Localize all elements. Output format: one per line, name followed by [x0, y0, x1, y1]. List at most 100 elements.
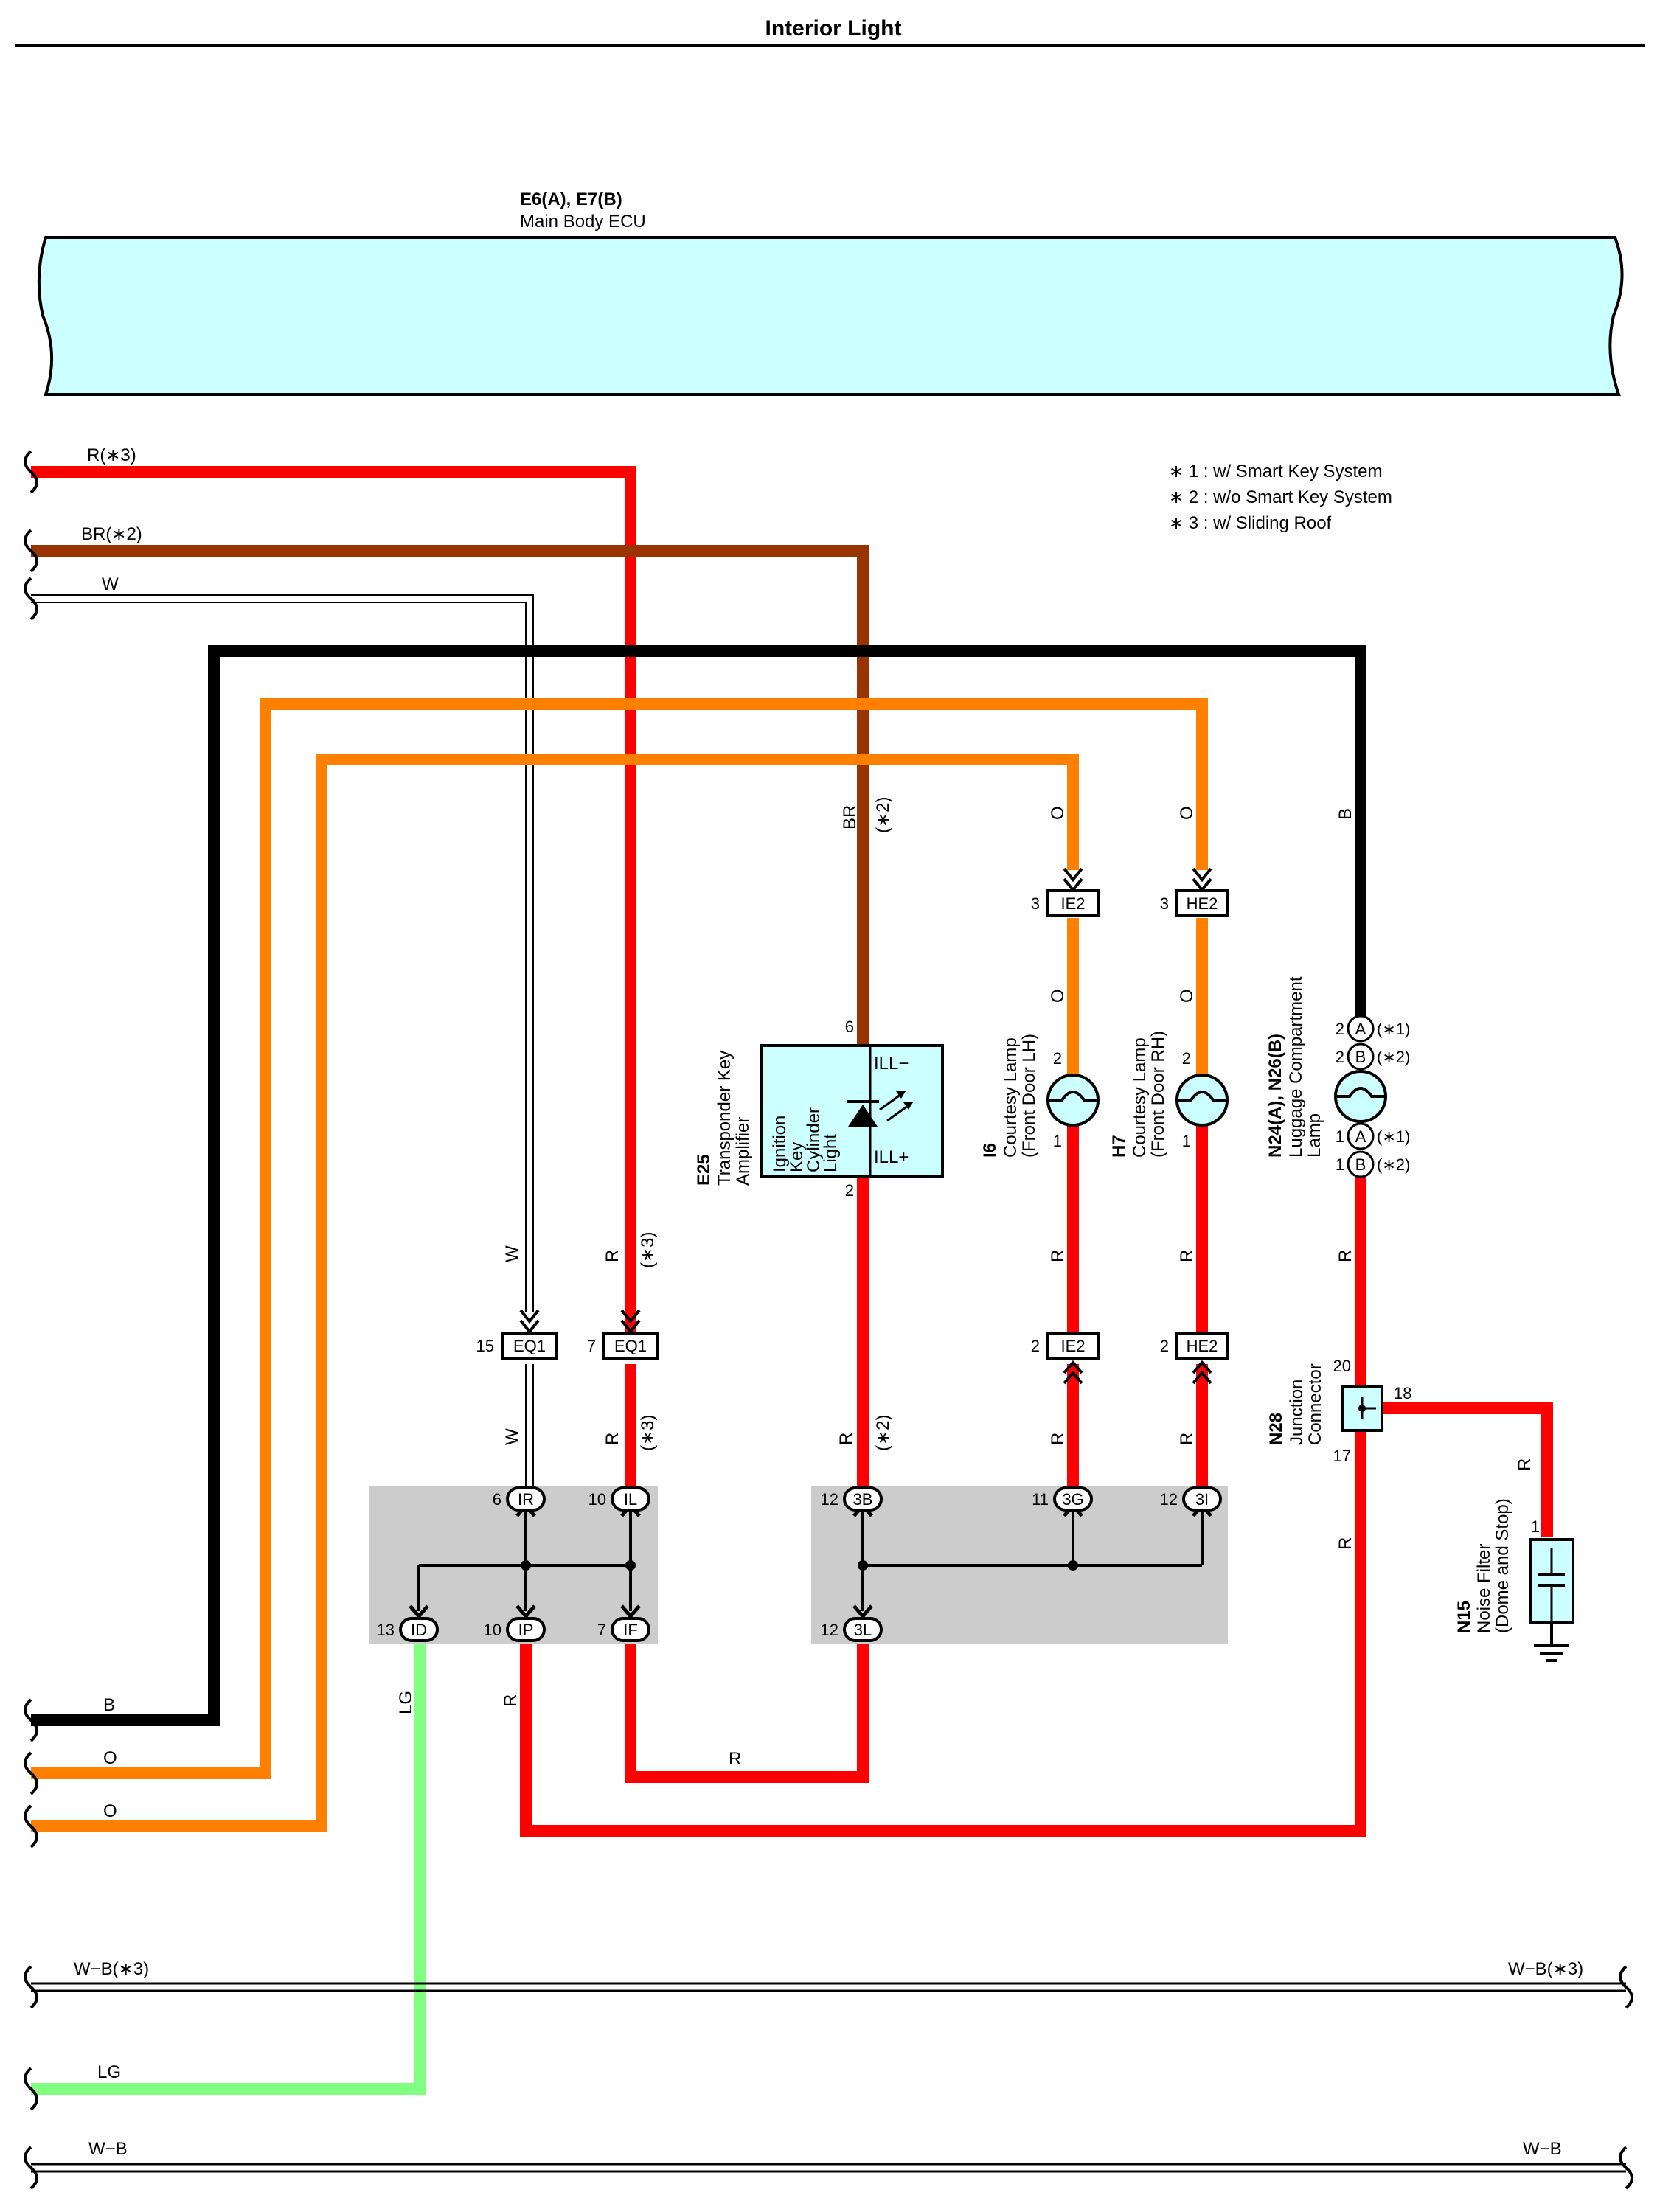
e25-ill-plus: ILL+	[874, 1147, 909, 1167]
i6-pin-bot: 1	[1053, 1132, 1062, 1150]
n24-name-2: Lamp	[1305, 1113, 1324, 1158]
e25-name-2: Amplifier	[733, 1117, 753, 1186]
n15-pin: 1	[1531, 1517, 1540, 1536]
pin-il-name: IL	[624, 1490, 637, 1509]
vlabel-r-i6: R	[1048, 1250, 1068, 1262]
vlabel-o-ie2-top: O	[1048, 806, 1068, 820]
vlabel-r-3b-note: (∗2)	[873, 1415, 893, 1451]
ie2-bot-pin: 2	[1031, 1337, 1040, 1355]
label-r3: R(∗3)	[87, 445, 136, 465]
note-2: ∗ 2 : w/o Smart Key System	[1169, 487, 1392, 507]
eq1-w-pin: 15	[476, 1337, 494, 1355]
n24-b-bot: B	[1355, 1155, 1366, 1174]
eq1-r-pin: 7	[587, 1337, 596, 1355]
component-n28: 20 18 17 N28 Junction Connector	[1266, 1357, 1411, 1465]
pin-3b-num: 12	[821, 1490, 838, 1509]
vlabel-r-lug: R	[1336, 1250, 1355, 1262]
connector-eq1-w: EQ1 15	[476, 1309, 558, 1360]
n24-pin-2a: 2	[1336, 1020, 1344, 1038]
pin-3l-name: 3L	[854, 1621, 872, 1639]
pin-if-num: 7	[597, 1621, 606, 1639]
n15-code: N15	[1454, 1601, 1474, 1633]
i6-code: I6	[980, 1143, 1000, 1158]
pin-3b-name: 3B	[853, 1490, 873, 1509]
note-3: ∗ 3 : w/ Sliding Roof	[1169, 513, 1332, 533]
ground-icon	[1534, 1644, 1569, 1662]
n24-code: N24(A), N26(B)	[1265, 1034, 1285, 1158]
pin-ir-num: 6	[493, 1490, 501, 1509]
label-wb3-left: W−B(∗3)	[74, 1959, 149, 1979]
wire-red-noise-filter	[1375, 1402, 1553, 1537]
n24-note-1-bot: (∗1)	[1377, 1127, 1410, 1146]
connector-eq1-r: EQ1 7	[587, 1309, 659, 1360]
n24-pin-1b: 1	[1336, 1155, 1344, 1174]
n24-name-1: Luggage Compartment	[1286, 976, 1306, 1158]
ie2-top-name: IE2	[1060, 894, 1085, 913]
wire-black-b	[31, 645, 1366, 1726]
vlabel-b-right: B	[1336, 808, 1355, 820]
junction-block-left: IR 6 IL 10 ID 13 IP 10 IF 7	[369, 1486, 658, 1644]
component-e25: 6 2 ILL− ILL+ Ignition Key Cylinder Ligh…	[694, 1018, 944, 1200]
vlabel-r-upper-note: (∗3)	[638, 1232, 658, 1268]
h7-name-2: (Front Door RH)	[1148, 1031, 1168, 1158]
label-lg: LG	[97, 2062, 121, 2082]
vlabel-w-lower: W	[502, 1428, 522, 1445]
wire-white-w-inner	[31, 596, 532, 1312]
pin-id-name: ID	[411, 1621, 427, 1639]
pin-3g-num: 11	[1032, 1490, 1049, 1509]
vertical-wire-labels: BR (∗2) O O B O O W R (∗3) R R R W R (∗3…	[396, 797, 1535, 1769]
n28-pin-20: 20	[1333, 1357, 1351, 1375]
label-br2: BR(∗2)	[81, 524, 142, 544]
he2-top-pin: 3	[1160, 894, 1169, 913]
vlabel-r-nf: R	[1515, 1458, 1535, 1471]
label-wb-left: W−B	[88, 2139, 128, 2159]
n24-pin-2b: 2	[1336, 1048, 1344, 1066]
ie2-top-pin: 3	[1031, 894, 1040, 913]
connector-ie2-bot: IE2 2	[1031, 1332, 1100, 1385]
h7-name-1: Courtesy Lamp	[1130, 1037, 1150, 1158]
he2-bot-name: HE2	[1187, 1337, 1218, 1355]
n28-name-1: Junction	[1287, 1380, 1307, 1445]
component-n15: 1 N15 Noise Filter (Dome and Stop)	[1454, 1498, 1574, 1662]
ie2-bot-name: IE2	[1060, 1337, 1085, 1355]
wire-orange-o-he2	[31, 698, 1208, 1779]
e25-ill-minus: ILL−	[874, 1054, 909, 1074]
vlabel-r-3i: R	[1177, 1433, 1197, 1445]
wire-brown-br2	[31, 545, 869, 1046]
vlabel-br-note: (∗2)	[873, 797, 893, 833]
n24-b-top: B	[1355, 1048, 1366, 1066]
eq1-w-name: EQ1	[513, 1337, 546, 1355]
wire-orange-o-ie2	[31, 754, 1079, 1832]
e25-name-1: Transponder Key	[715, 1051, 735, 1186]
vlabel-o-he2-mid: O	[1177, 989, 1197, 1003]
e25-pin-bot: 2	[845, 1181, 854, 1200]
connector-he2-bot: HE2 2	[1160, 1332, 1229, 1385]
pin-id-num: 13	[377, 1621, 395, 1639]
vlabel-r-upper: R	[602, 1250, 622, 1262]
vlabel-o-he2-top: O	[1177, 806, 1197, 820]
note-1: ∗ 1 : w/ Smart Key System	[1169, 462, 1383, 481]
n15-name-2: (Dome and Stop)	[1493, 1498, 1513, 1633]
pin-il-num: 10	[588, 1490, 606, 1509]
n24-note-2-bot: (∗2)	[1377, 1155, 1410, 1174]
e25-inner-3: Cylinder	[804, 1107, 824, 1172]
pin-3g-name: 3G	[1062, 1490, 1083, 1509]
vlabel-r-3b: R	[836, 1433, 856, 1445]
label-wb-right: W−B	[1523, 2139, 1562, 2159]
h7-code: H7	[1109, 1135, 1129, 1158]
e25-code: E25	[694, 1154, 714, 1186]
n28-name-2: Connector	[1305, 1363, 1325, 1445]
wire-lightgreen-lg	[31, 1644, 426, 2095]
ecu-name: Main Body ECU	[520, 212, 646, 232]
he2-top-name: HE2	[1187, 894, 1218, 913]
connector-ie2-top: IE2 3	[1031, 867, 1100, 917]
e25-inner-2: Key	[787, 1142, 807, 1172]
eq1-r-name: EQ1	[614, 1337, 647, 1355]
pin-3i-name: 3I	[1195, 1490, 1209, 1509]
n24-a-bot: A	[1355, 1127, 1366, 1146]
connector-he2-top: HE2 3	[1160, 867, 1229, 917]
vlabel-r-lower: R	[602, 1433, 622, 1445]
e25-pin-top: 6	[845, 1018, 854, 1036]
h7-pin-top: 2	[1182, 1049, 1191, 1068]
